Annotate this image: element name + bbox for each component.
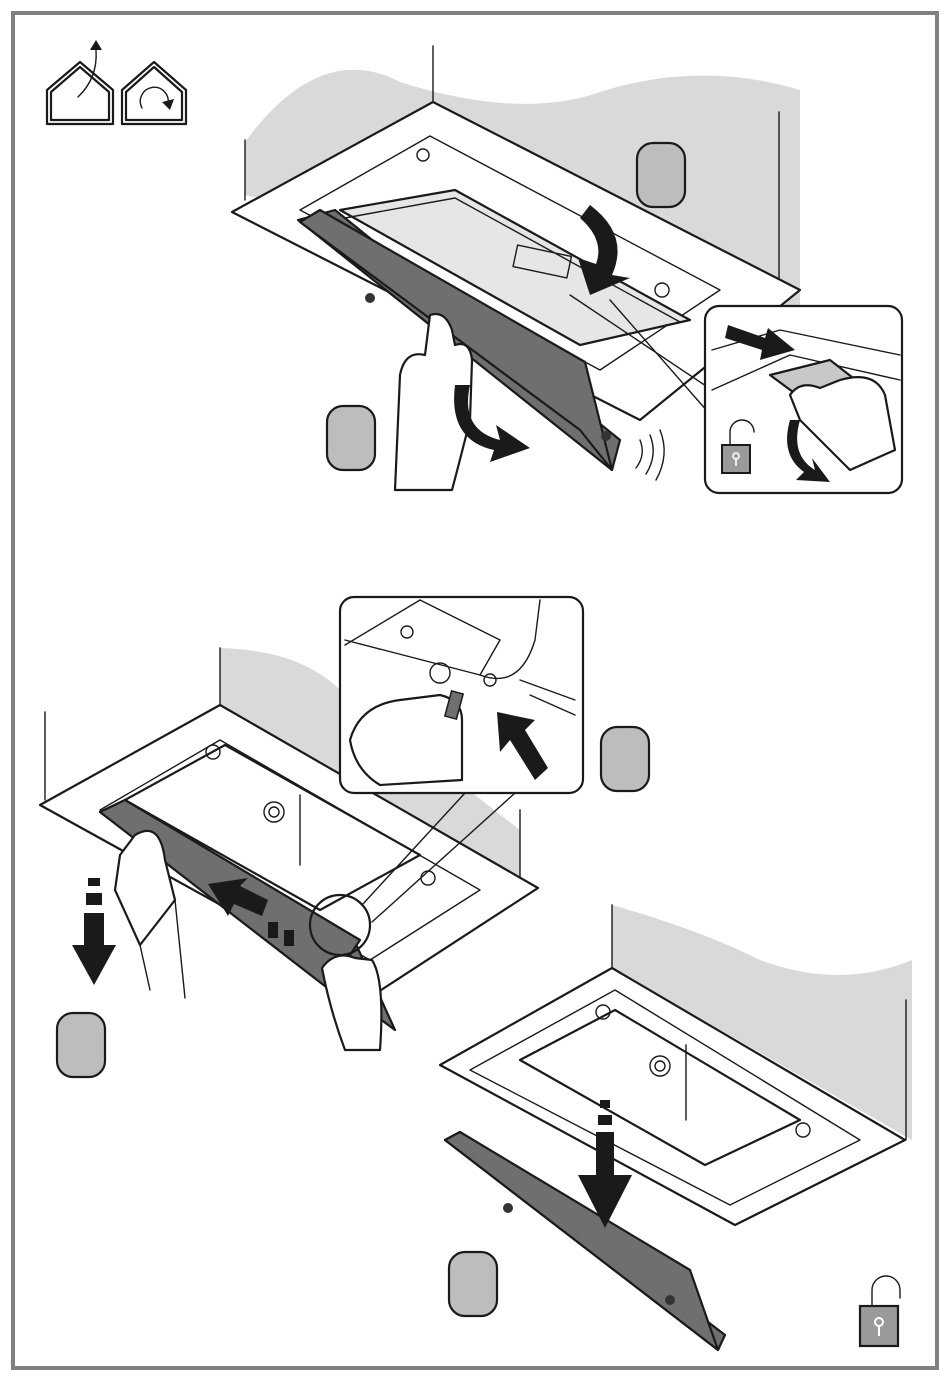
inset-screw-detail (340, 597, 583, 793)
hand-middle-right (322, 956, 381, 1050)
unlock-padlock-icon-bottom (860, 1276, 900, 1346)
step-badge-2 (327, 406, 375, 470)
arrow-pull-down-middle (72, 878, 116, 985)
house-recirculation-icon (122, 62, 186, 124)
step-badge-4 (57, 1013, 105, 1077)
inset-latch-detail (705, 306, 902, 493)
step-badge-5 (449, 1252, 497, 1316)
house-exhaust-icon (47, 40, 113, 124)
step-badge-3 (601, 727, 649, 791)
bottom-scene (440, 905, 912, 1350)
step-badge-1 (637, 143, 685, 207)
